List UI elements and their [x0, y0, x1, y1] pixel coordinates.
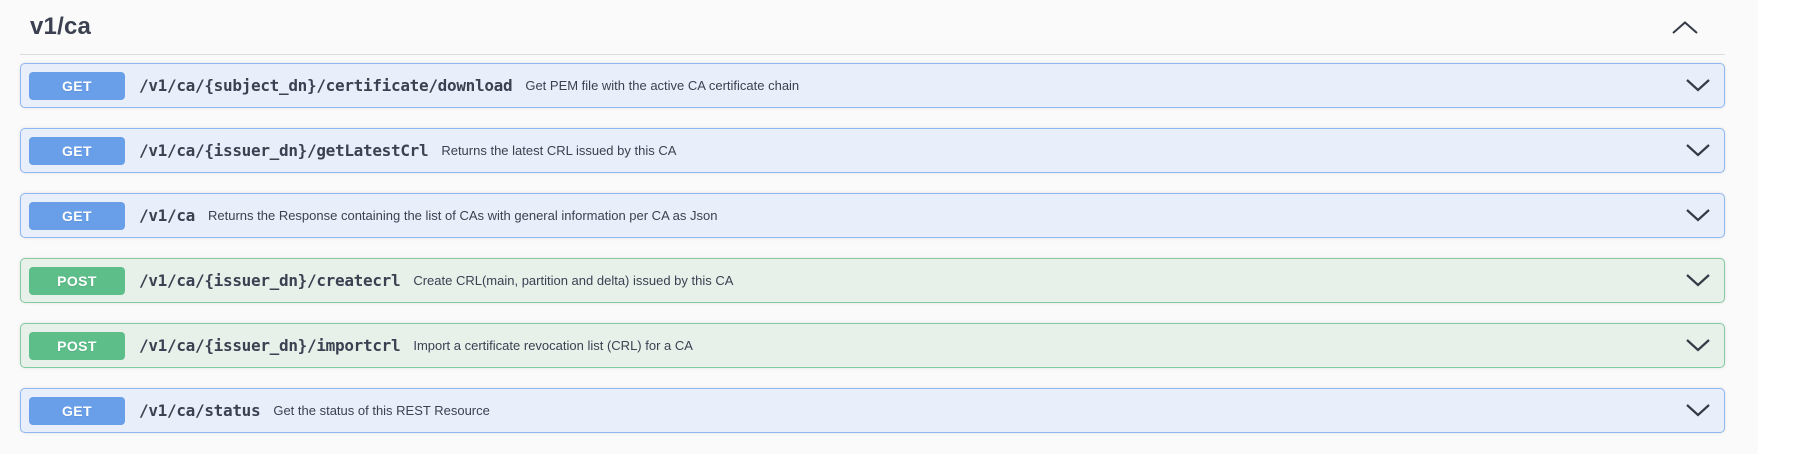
- method-badge: GET: [29, 136, 125, 165]
- endpoint-path: /v1/ca/{issuer_dn}/importcrl: [139, 336, 401, 355]
- endpoint-path: /v1/ca/{issuer_dn}/getLatestCrl: [139, 141, 429, 160]
- endpoint-row[interactable]: GET /v1/ca/status Get the status of this…: [20, 388, 1725, 433]
- method-badge: GET: [29, 71, 125, 100]
- endpoint-list: GET /v1/ca/{subject_dn}/certificate/down…: [20, 55, 1725, 433]
- expand-endpoint-button[interactable]: [1684, 274, 1712, 287]
- chevron-down-icon: [1686, 404, 1710, 417]
- endpoint-path: /v1/ca/{subject_dn}/certificate/download: [139, 76, 513, 95]
- endpoint-description: Returns the Response containing the list…: [208, 208, 718, 223]
- endpoint-row[interactable]: POST /v1/ca/{issuer_dn}/createcrl Create…: [20, 258, 1725, 303]
- expand-endpoint-button[interactable]: [1684, 404, 1712, 417]
- method-badge: POST: [29, 266, 125, 295]
- method-badge: GET: [29, 396, 125, 425]
- chevron-down-icon: [1686, 144, 1710, 157]
- endpoint-row[interactable]: POST /v1/ca/{issuer_dn}/importcrl Import…: [20, 323, 1725, 368]
- chevron-down-icon: [1686, 274, 1710, 287]
- endpoint-row[interactable]: GET /v1/ca/{subject_dn}/certificate/down…: [20, 63, 1725, 108]
- expand-endpoint-button[interactable]: [1684, 144, 1712, 157]
- endpoint-description: Returns the latest CRL issued by this CA: [441, 143, 677, 158]
- endpoint-description: Get the status of this REST Resource: [273, 403, 490, 418]
- endpoint-path: /v1/ca: [139, 206, 195, 225]
- endpoint-path: /v1/ca/{issuer_dn}/createcrl: [139, 271, 401, 290]
- endpoint-path: /v1/ca/status: [139, 401, 261, 420]
- method-badge: GET: [29, 201, 125, 230]
- expand-endpoint-button[interactable]: [1684, 339, 1712, 352]
- collapse-section-button[interactable]: [1672, 20, 1725, 34]
- endpoint-description: Create CRL(main, partition and delta) is…: [413, 273, 734, 288]
- endpoint-description: Get PEM file with the active CA certific…: [525, 78, 800, 93]
- chevron-down-icon: [1686, 339, 1710, 352]
- chevron-down-icon: [1686, 209, 1710, 222]
- api-section-container: v1/ca GET /v1/ca/{subject_dn}/certificat…: [20, 0, 1725, 433]
- chevron-up-icon: [1672, 20, 1698, 34]
- expand-endpoint-button[interactable]: [1684, 79, 1712, 92]
- tag-section-header[interactable]: v1/ca: [20, 0, 1725, 55]
- api-tag-section: v1/ca GET /v1/ca/{subject_dn}/certificat…: [20, 0, 1725, 433]
- endpoint-row[interactable]: GET /v1/ca Returns the Response containi…: [20, 193, 1725, 238]
- method-badge: POST: [29, 331, 125, 360]
- chevron-down-icon: [1686, 79, 1710, 92]
- endpoint-row[interactable]: GET /v1/ca/{issuer_dn}/getLatestCrl Retu…: [20, 128, 1725, 173]
- endpoint-description: Import a certificate revocation list (CR…: [413, 338, 693, 353]
- tag-title: v1/ca: [30, 13, 92, 40]
- expand-endpoint-button[interactable]: [1684, 209, 1712, 222]
